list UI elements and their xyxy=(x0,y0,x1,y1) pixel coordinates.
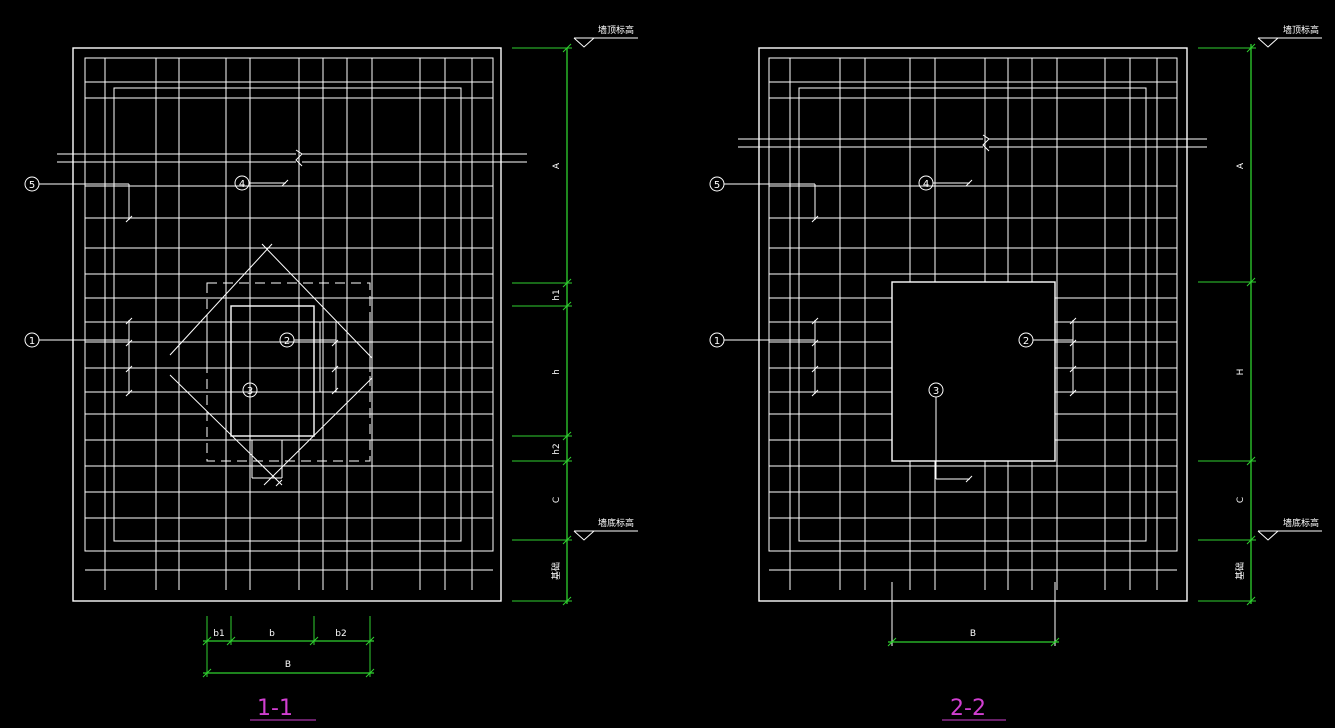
horizontal-rebars xyxy=(769,81,1177,571)
tick-marks xyxy=(125,179,339,487)
svg-text:A: A xyxy=(1236,162,1246,169)
elevation-top-marker: 墙顶标高 xyxy=(1257,24,1322,48)
callout-3: 3 xyxy=(242,382,258,440)
svg-text:1: 1 xyxy=(714,336,720,347)
section-title-1-1: 1-1 xyxy=(250,696,316,721)
break-bar xyxy=(57,149,527,167)
break-bar xyxy=(738,134,1207,152)
svg-text:基础: 基础 xyxy=(1234,562,1246,580)
svg-text:墙顶标高: 墙顶标高 xyxy=(598,24,634,36)
callout-3: 3 xyxy=(928,382,970,480)
svg-text:墙底标高: 墙底标高 xyxy=(1283,517,1319,529)
callout-1: 1 xyxy=(24,332,129,348)
svg-text:h2: h2 xyxy=(552,443,562,454)
svg-text:5: 5 xyxy=(714,180,720,191)
horizontal-dimension: b1 b b2 B xyxy=(202,616,375,678)
svg-text:2-2: 2-2 xyxy=(950,696,986,721)
svg-text:b1: b1 xyxy=(213,629,224,639)
svg-text:B: B xyxy=(285,660,291,670)
svg-text:2: 2 xyxy=(284,336,290,347)
inner-rebar-cage xyxy=(113,87,462,542)
vertical-dimension: A H C 基础 xyxy=(1198,43,1256,606)
callout-4: 4 xyxy=(234,175,286,191)
svg-text:A: A xyxy=(552,162,562,169)
callout-1: 1 xyxy=(709,332,815,348)
inner-outline xyxy=(768,57,1178,552)
wall-outline xyxy=(758,47,1188,602)
svg-text:B: B xyxy=(970,629,976,639)
section-title-2-2: 2-2 xyxy=(942,696,1006,721)
elevation-bottom-marker: 墙底标高 xyxy=(1257,517,1322,541)
elevation-top-marker: 墙顶标高 xyxy=(573,24,638,48)
svg-text:4: 4 xyxy=(239,179,245,190)
callout-2: 2 xyxy=(279,332,336,348)
svg-text:3: 3 xyxy=(247,386,253,397)
section-1-1: 5 4 1 2 3 xyxy=(24,24,638,721)
inner-outline xyxy=(84,57,494,552)
svg-text:H: H xyxy=(1236,369,1246,376)
svg-text:1: 1 xyxy=(29,336,35,347)
elevation-bottom-marker: 墙底标高 xyxy=(573,517,638,541)
svg-text:C: C xyxy=(1236,497,1246,503)
svg-text:b2: b2 xyxy=(335,629,346,639)
svg-text:3: 3 xyxy=(933,386,939,397)
wall-outline xyxy=(72,47,502,602)
opening xyxy=(230,305,315,437)
svg-text:墙底标高: 墙底标高 xyxy=(598,517,634,529)
svg-text:基础: 基础 xyxy=(550,562,562,580)
callout-4: 4 xyxy=(918,175,970,191)
callout-5: 5 xyxy=(24,176,129,192)
vertical-rebars xyxy=(104,58,473,590)
diagonal-rebars xyxy=(169,243,373,486)
horizontal-rebars xyxy=(85,81,493,571)
svg-text:5: 5 xyxy=(29,180,35,191)
horizontal-dimension: B xyxy=(887,582,1060,647)
callout-2: 2 xyxy=(1018,332,1073,348)
svg-text:h: h xyxy=(552,369,562,375)
svg-text:h1: h1 xyxy=(552,289,562,300)
callout-5: 5 xyxy=(709,176,815,192)
vertical-dimension: A h1 h h2 C 基础 xyxy=(512,43,572,606)
svg-text:4: 4 xyxy=(923,179,929,190)
svg-text:2: 2 xyxy=(1023,336,1029,347)
section-2-2: 5 4 1 2 3 xyxy=(709,24,1322,721)
svg-text:1-1: 1-1 xyxy=(257,696,293,721)
svg-text:C: C xyxy=(552,497,562,503)
inner-rebar-cage xyxy=(798,87,1147,542)
opening xyxy=(891,281,1056,462)
svg-text:b: b xyxy=(269,629,275,639)
svg-text:墙顶标高: 墙顶标高 xyxy=(1283,24,1319,36)
